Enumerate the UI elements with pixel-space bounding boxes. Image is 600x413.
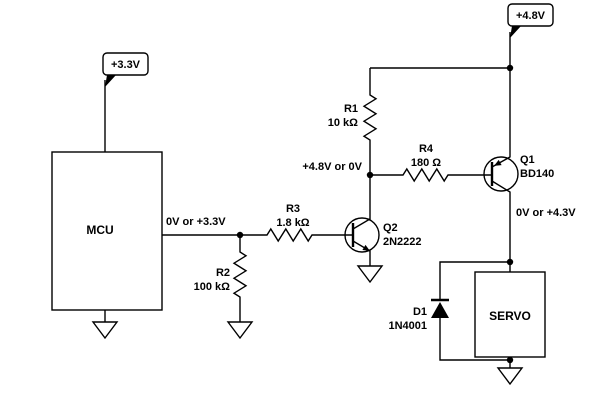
diode-value: 1N4001: [388, 320, 427, 332]
power-flag-label: +4.8V: [516, 10, 546, 22]
resistor-ref: R4: [419, 143, 434, 155]
wire-segment: [439, 261, 510, 300]
resistor-value: 1.8 kΩ: [276, 217, 309, 229]
resistor-zigzag: [370, 167, 492, 183]
power-flag-3v3: +3.3V: [102, 52, 149, 152]
transistor-q2: Q2 2N2222: [344, 175, 422, 266]
resistor-r2: R2 100 kΩ: [194, 235, 248, 322]
transistor-collector: [491, 180, 511, 262]
net-label-servo-supply: 0V or +4.3V: [516, 207, 576, 219]
resistor-r3: R3 1.8 kΩ: [262, 203, 322, 243]
transistor-value: 2N2222: [383, 236, 422, 248]
power-flag-body: [507, 3, 554, 27]
resistor-ref: R2: [216, 267, 230, 279]
diode-d1: D1 1N4001: [388, 261, 510, 361]
transistor-q1: Q1 BD140: [483, 68, 554, 262]
servo-block: SERVO: [474, 262, 546, 368]
resistor-value: 100 kΩ: [194, 281, 231, 293]
net-label-mcu-output: 0V or +3.3V: [166, 216, 226, 228]
transistor-body: [344, 217, 380, 253]
diode-ref: D1: [413, 306, 427, 318]
power-flag-4v8: +4.8V: [507, 3, 554, 68]
transistor-ref: Q1: [520, 154, 535, 166]
power-flag-body: [102, 52, 149, 76]
flag-tail: [105, 75, 116, 87]
transistor-body: [483, 156, 519, 192]
mcu-label: MCU: [86, 223, 113, 237]
flag-tail: [510, 26, 521, 38]
transistor-ref: Q2: [383, 222, 398, 234]
ground-icon: [226, 321, 254, 340]
transistor-collector: [352, 175, 371, 230]
power-flag-label: +3.3V: [111, 59, 141, 71]
transistor-emitter: [491, 68, 511, 168]
servo-box: [474, 271, 546, 358]
resistor-zigzag: [232, 235, 248, 322]
ground-icon: [496, 367, 524, 386]
ground-icon: [91, 321, 119, 340]
resistor-r4: R4 180 Ω: [370, 143, 492, 183]
net-label-q2-collector: +4.8V or 0V: [302, 161, 362, 173]
diode-triangle-icon: [431, 302, 449, 318]
emitter-arrow-icon: [362, 244, 370, 251]
resistor-ref: R1: [344, 103, 358, 115]
resistor-value: 180 Ω: [411, 157, 441, 169]
ground-icon: [356, 265, 384, 284]
servo-label: SERVO: [489, 309, 531, 323]
resistor-ref: R3: [286, 203, 300, 215]
mcu-block: MCU: [51, 151, 163, 322]
emitter-arrow-icon: [494, 159, 502, 166]
resistor-r1: R1 10 kΩ: [328, 68, 378, 175]
resistor-zigzag: [362, 68, 378, 175]
wire-segment: [439, 318, 510, 361]
resistor-value: 10 kΩ: [328, 117, 358, 129]
transistor-emitter: [352, 240, 371, 266]
resistor-zigzag: [262, 227, 322, 243]
transistor-value: BD140: [520, 168, 554, 180]
mcu-box: [51, 151, 163, 311]
